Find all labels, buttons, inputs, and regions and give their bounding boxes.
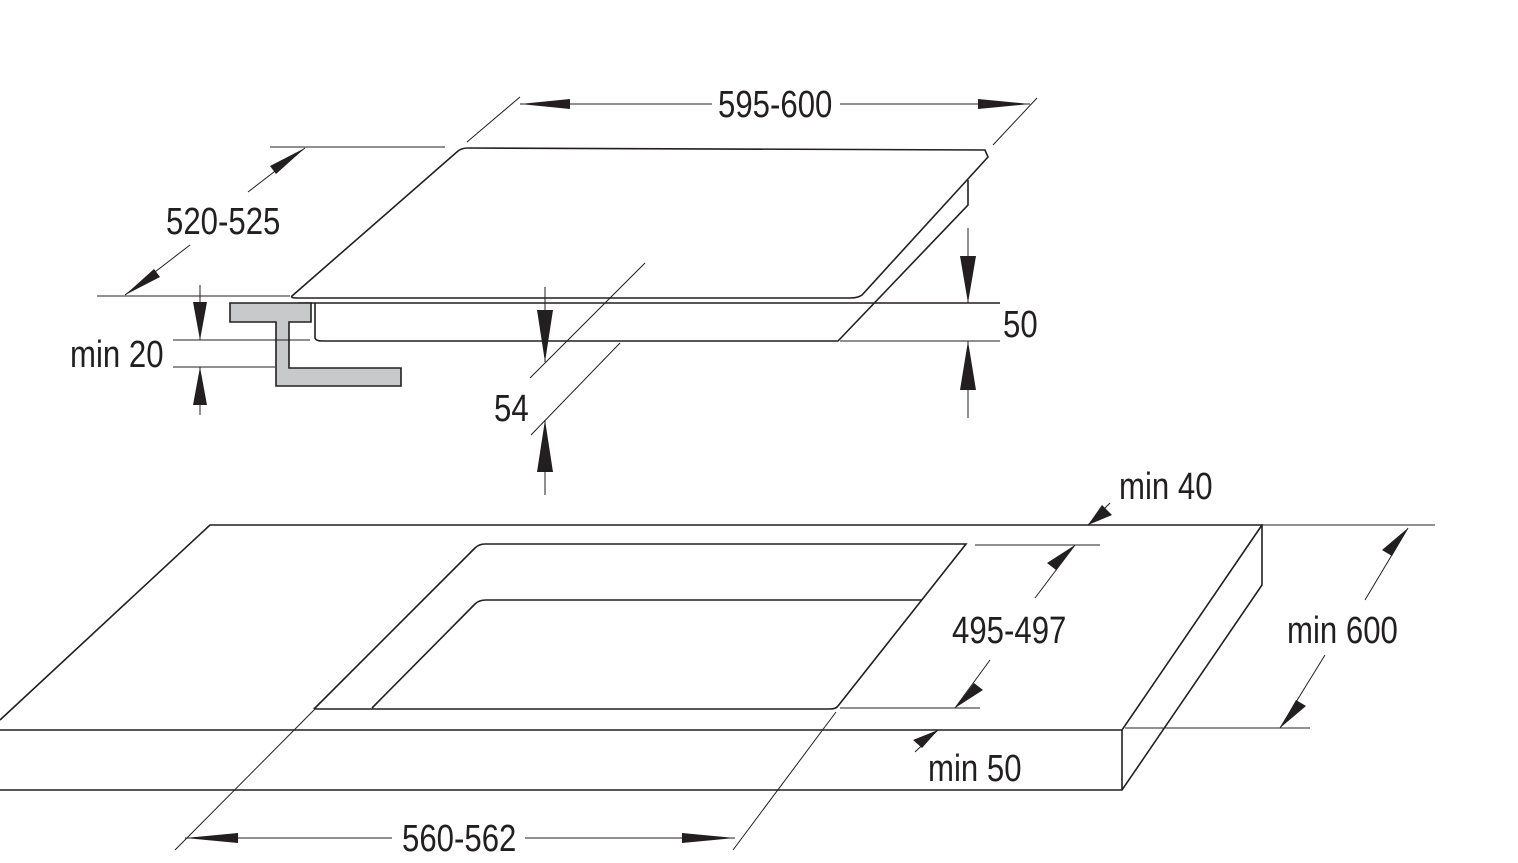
- label-min-50: min 50: [928, 748, 1022, 790]
- dimension-min-20: [173, 285, 310, 415]
- label-min-600: min 600: [1287, 610, 1398, 652]
- dimension-min-40: [1087, 502, 1435, 526]
- cutout: [313, 543, 968, 710]
- dimension-54: [529, 262, 646, 495]
- worktop: [0, 524, 1264, 791]
- hob: [290, 147, 1000, 342]
- label-cutout-depth: 495-497: [952, 610, 1067, 652]
- dimension-min-600: [1125, 527, 1409, 729]
- label-cutout-width: 560-562: [402, 818, 517, 860]
- dimension-50: [840, 228, 1000, 418]
- dimension-width-hob: [466, 96, 1038, 146]
- label-depth-54: 54: [494, 388, 529, 430]
- dimension-min-50: [913, 729, 939, 753]
- label-depth-hob: 520-525: [166, 201, 281, 243]
- label-min-20: min 20: [70, 334, 164, 376]
- label-min-40: min 40: [1119, 466, 1213, 508]
- label-height-50: 50: [1003, 304, 1038, 346]
- dimension-cutout-width: [174, 707, 837, 851]
- mounting-bracket: [229, 302, 402, 387]
- dimension-cutout-depth: [840, 544, 1100, 709]
- label-width-hob: 595-600: [718, 84, 833, 126]
- dimension-depth-hob: [97, 146, 445, 297]
